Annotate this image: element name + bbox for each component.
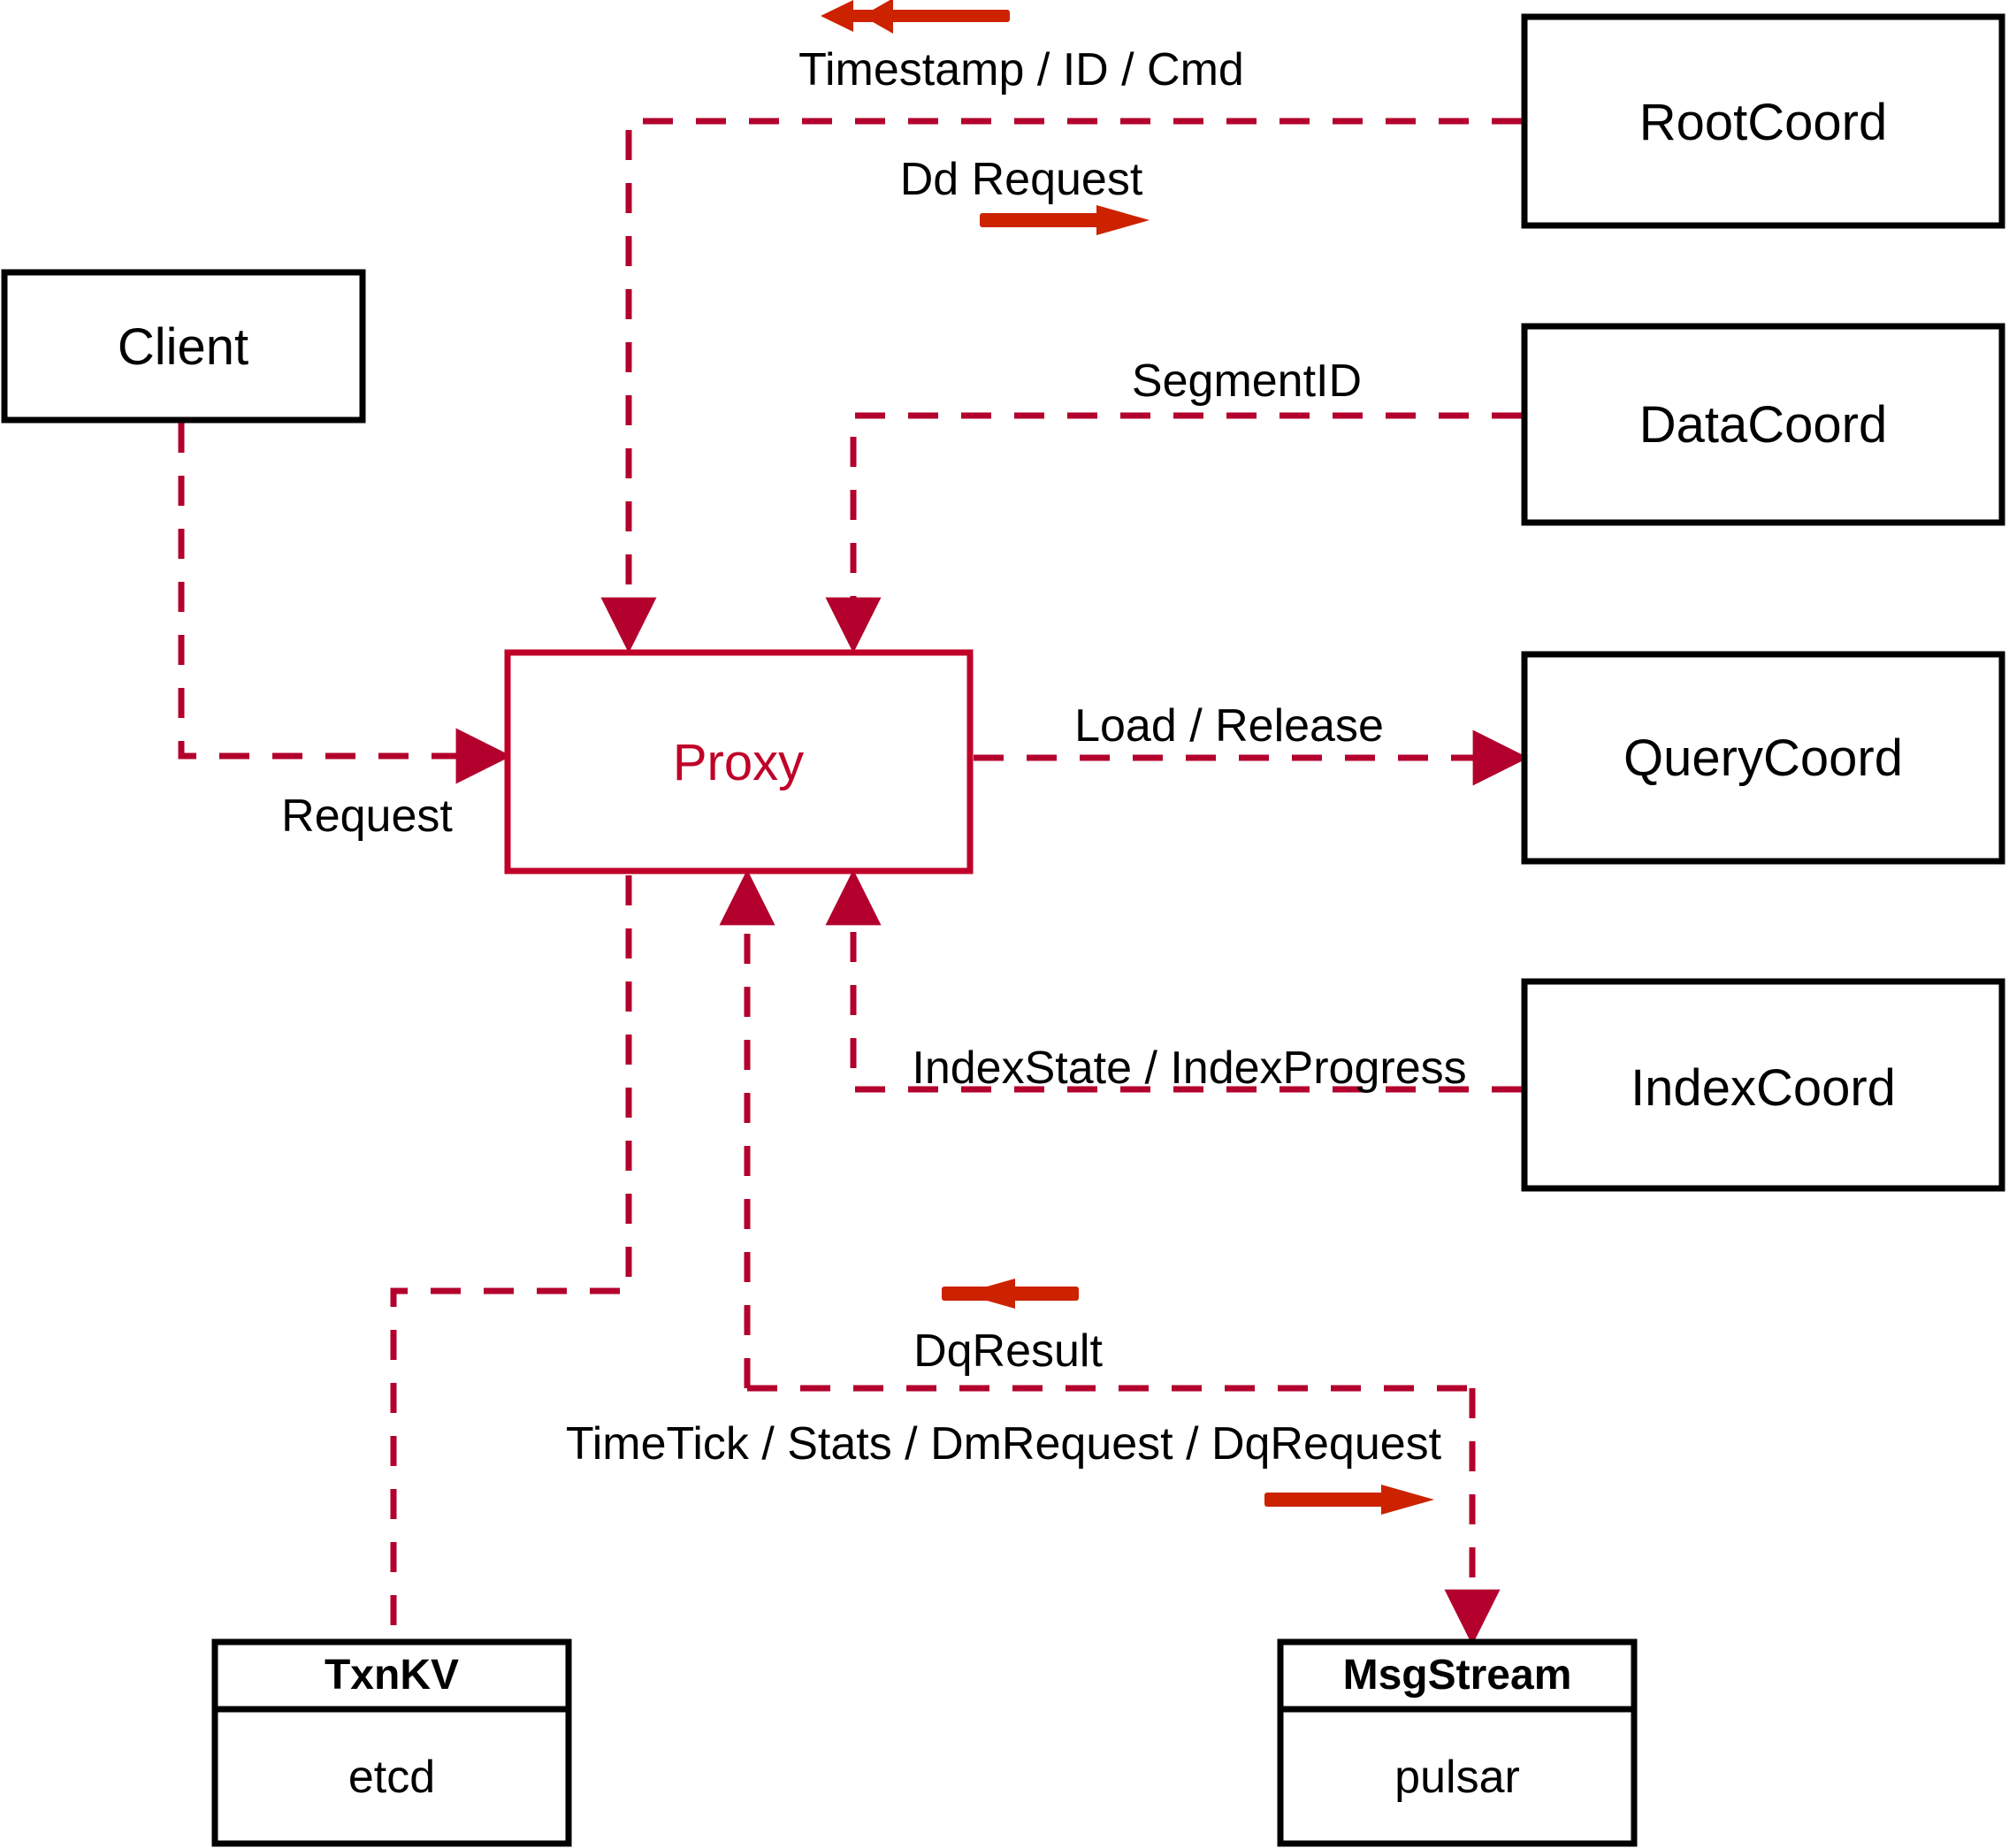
edge-label-dd-request: Dd Request <box>900 154 1143 205</box>
node-rootcoord[interactable]: RootCoord <box>1521 13 2005 229</box>
node-msgstream-label: MsgStream <box>1343 1652 1572 1699</box>
edge-label-request: Request <box>281 790 453 842</box>
node-indexcoord[interactable]: IndexCoord <box>1521 978 2005 1192</box>
edge-segmentid <box>825 412 1522 653</box>
node-datacoord-label: DataCoord <box>1639 396 1887 454</box>
node-proxy[interactable]: Proxy <box>504 649 974 874</box>
direction-arrow-dqresult-icon <box>942 1279 1079 1309</box>
node-proxy-label: Proxy <box>673 734 804 791</box>
node-datacoord[interactable]: DataCoord <box>1521 323 2005 526</box>
edge-label-load-release: Load / Release <box>1074 700 1384 752</box>
edge-proxy-txnkv <box>390 875 632 1640</box>
node-querycoord-label: QueryCoord <box>1623 729 1903 787</box>
edge-request <box>178 423 512 784</box>
edge-label-timetick-stats: TimeTick / Stats / DmRequest / DqRequest <box>566 1418 1442 1470</box>
node-msgstream[interactable]: MsgStream pulsar <box>1277 1638 1638 1847</box>
direction-arrow-dqrequest-icon <box>1264 1485 1434 1515</box>
direction-arrow-timestamp-icon <box>821 0 1010 34</box>
node-client[interactable]: Client <box>1 269 366 424</box>
edge-label-indexstate-indexprogress: IndexState / IndexProgress <box>912 1042 1466 1094</box>
node-indexcoord-label: IndexCoord <box>1631 1059 1896 1117</box>
node-txnkv[interactable]: TxnKV etcd <box>211 1638 572 1847</box>
node-msgstream-sublabel: pulsar <box>1394 1752 1520 1803</box>
node-txnkv-label: TxnKV <box>325 1652 459 1699</box>
node-client-label: Client <box>118 318 248 376</box>
edge-label-segmentid: SegmentID <box>1132 355 1362 407</box>
edge-label-dqresult: DqResult <box>913 1325 1103 1377</box>
node-querycoord[interactable]: QueryCoord <box>1521 651 2005 865</box>
node-txnkv-sublabel: etcd <box>348 1752 435 1803</box>
direction-arrow-ddrequest-icon <box>980 205 1150 235</box>
edge-dqresult-timetick <box>719 869 1501 1646</box>
edge-timestamp-id-cmd <box>600 118 1522 653</box>
edge-label-timestamp-id-cmd: Timestamp / ID / Cmd <box>798 44 1244 95</box>
node-rootcoord-label: RootCoord <box>1639 94 1887 151</box>
edge-indexstate-indexprogress <box>825 869 1522 1093</box>
